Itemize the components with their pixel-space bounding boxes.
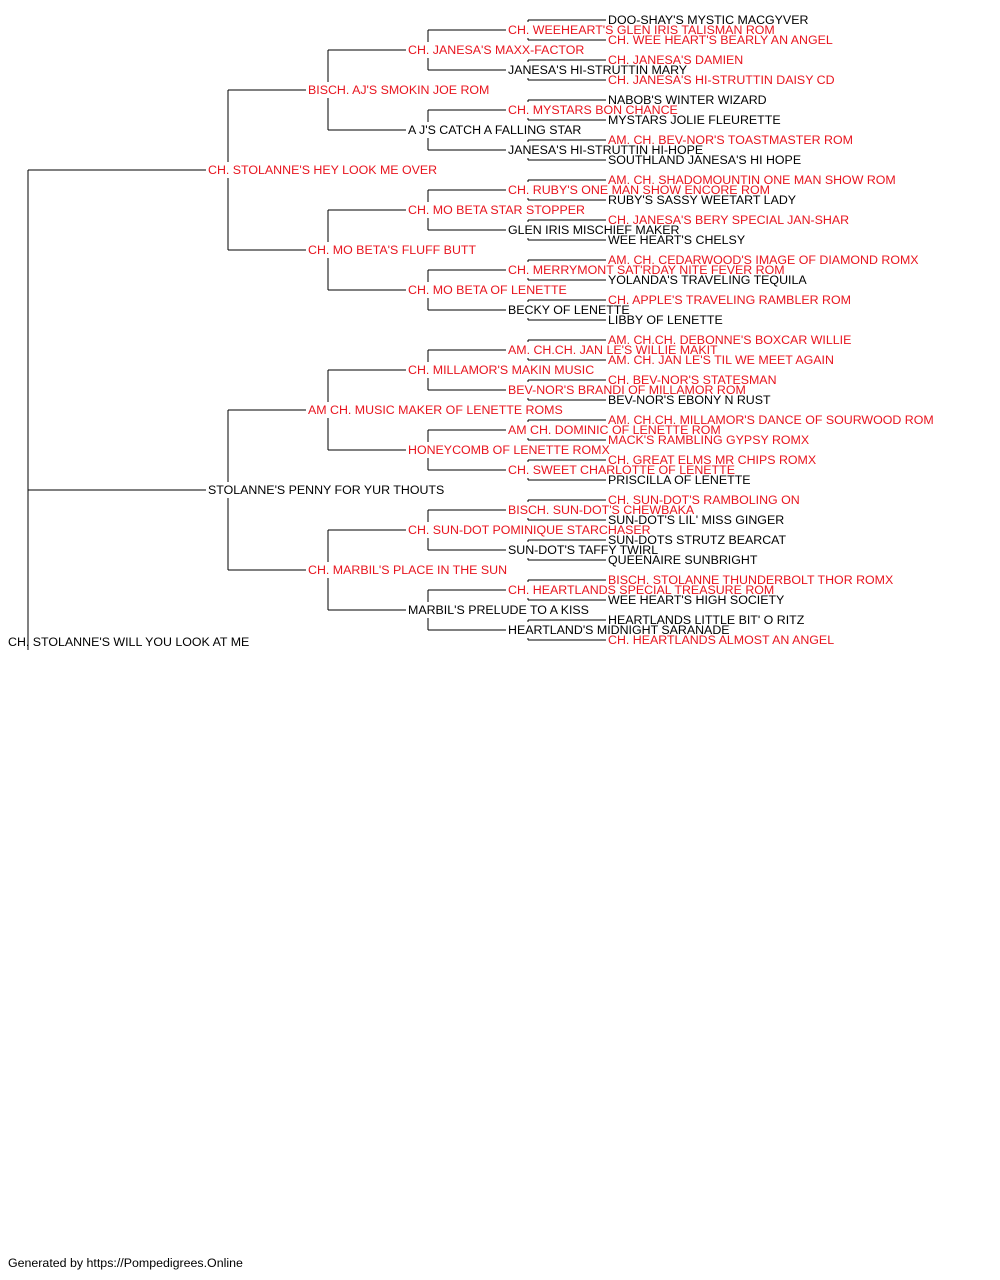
pedigree-name-gen5-17[interactable]: AM. CH. JAN LE'S TIL WE MEET AGAIN xyxy=(608,353,834,367)
pedigree-name-gen5-14[interactable]: CH. APPLE'S TRAVELING RAMBLER ROM xyxy=(608,293,851,307)
pedigree-name-gen3-3[interactable]: CH. MO BETA OF LENETTE xyxy=(408,283,567,297)
pedigree-name-gen5-26[interactable]: SUN-DOTS STRUTZ BEARCAT xyxy=(608,533,786,547)
pedigree-name-gen5-11[interactable]: WEE HEART'S CHELSY xyxy=(608,233,745,247)
pedigree-name-gen4-7[interactable]: BECKY OF LENETTE xyxy=(508,303,630,317)
pedigree-name-gen5-20[interactable]: AM. CH.CH. MILLAMOR'S DANCE OF SOURWOOD … xyxy=(608,413,934,427)
pedigree-name-gen5-28[interactable]: BISCH. STOLANNE THUNDERBOLT THOR ROMX xyxy=(608,573,893,587)
pedigree-name-gen4-1[interactable]: JANESA'S HI-STRUTTIN MARY xyxy=(508,63,687,77)
pedigree-name-gen4-11[interactable]: CH. SWEET CHARLOTTE OF LENETTE xyxy=(508,463,735,477)
pedigree-name-gen5-10[interactable]: CH. JANESA'S BERY SPECIAL JAN-SHAR xyxy=(608,213,849,227)
pedigree-name-gen5-1[interactable]: CH. WEE HEART'S BEARLY AN ANGEL xyxy=(608,33,833,47)
pedigree-name-gen5-4[interactable]: NABOB'S WINTER WIZARD xyxy=(608,93,767,107)
pedigree-name-gen4-0[interactable]: CH. WEEHEART'S GLEN IRIS TALISMAN ROM xyxy=(508,23,775,37)
pedigree-name-gen5-18[interactable]: CH. BEV-NOR'S STATESMAN xyxy=(608,373,777,387)
pedigree-name-gen5-19[interactable]: BEV-NOR'S EBONY N RUST xyxy=(608,393,771,407)
pedigree-name-gen5-30[interactable]: HEARTLANDS LITTLE BIT' O RITZ xyxy=(608,613,805,627)
pedigree-name-gen5-5[interactable]: MYSTARS JOLIE FLEURETTE xyxy=(608,113,781,127)
pedigree-name-gen4-9[interactable]: BEV-NOR'S BRANDI OF MILLAMOR ROM xyxy=(508,383,746,397)
pedigree-name-gen4-10[interactable]: AM CH. DOMINIC OF LENETTE ROM xyxy=(508,423,721,437)
pedigree-name-gen2-2[interactable]: AM CH. MUSIC MAKER OF LENETTE ROMS xyxy=(308,403,563,417)
pedigree-name-gen0-0[interactable]: CH. STOLANNE'S WILL YOU LOOK AT ME xyxy=(8,635,249,649)
pedigree-name-gen4-13[interactable]: SUN-DOT'S TAFFY TWIRL xyxy=(508,543,658,557)
pedigree-name-gen5-21[interactable]: MACK'S RAMBLING GYPSY ROMX xyxy=(608,433,809,447)
pedigree-name-gen3-0[interactable]: CH. JANESA'S MAXX-FACTOR xyxy=(408,43,584,57)
pedigree-name-gen3-6[interactable]: CH. SUN-DOT POMINIQUE STARCHASER xyxy=(408,523,651,537)
pedigree-name-gen5-9[interactable]: RUBY'S SASSY WEETART LADY xyxy=(608,193,796,207)
pedigree-name-gen2-3[interactable]: CH. MARBIL'S PLACE IN THE SUN xyxy=(308,563,507,577)
pedigree-name-gen5-12[interactable]: AM. CH. CEDARWOOD'S IMAGE OF DIAMOND ROM… xyxy=(608,253,919,267)
generated-by-footer: Generated by https://Pompedigrees.Online xyxy=(8,1256,243,1270)
pedigree-connector-lines xyxy=(27,19,606,650)
pedigree-name-gen4-12[interactable]: BISCH. SUN-DOT'S CHEWBAKA xyxy=(508,503,695,517)
pedigree-name-gen4-4[interactable]: CH. RUBY'S ONE MAN SHOW ENCORE ROM xyxy=(508,183,770,197)
pedigree-name-gen5-31[interactable]: CH. HEARTLANDS ALMOST AN ANGEL xyxy=(608,633,834,647)
pedigree-name-gen3-7[interactable]: MARBIL'S PRELUDE TO A KISS xyxy=(408,603,589,617)
pedigree-name-gen5-27[interactable]: QUEENAIRE SUNBRIGHT xyxy=(608,553,758,567)
pedigree-name-gen3-2[interactable]: CH. MO BETA STAR STOPPER xyxy=(408,203,585,217)
pedigree-name-gen5-3[interactable]: CH. JANESA'S HI-STRUTTIN DAISY CD xyxy=(608,73,835,87)
pedigree-name-gen2-1[interactable]: CH. MO BETA'S FLUFF BUTT xyxy=(308,243,476,257)
pedigree-name-gen5-8[interactable]: AM. CH. SHADOMOUNTIN ONE MAN SHOW ROM xyxy=(608,173,896,187)
pedigree-name-gen3-5[interactable]: HONEYCOMB OF LENETTE ROMX xyxy=(408,443,610,457)
pedigree-name-gen2-0[interactable]: BISCH. AJ'S SMOKIN JOE ROM xyxy=(308,83,489,97)
pedigree-name-gen5-25[interactable]: SUN-DOT'S LIL' MISS GINGER xyxy=(608,513,784,527)
pedigree-name-labels: CH. STOLANNE'S WILL YOU LOOK AT ME CH. ST… xyxy=(8,13,934,649)
pedigree-name-gen4-5[interactable]: GLEN IRIS MISCHIEF MAKER xyxy=(508,223,679,237)
pedigree-name-gen4-8[interactable]: AM. CH.CH. JAN LE'S WILLIE MAKIT xyxy=(508,343,718,357)
pedigree-name-gen5-29[interactable]: WEE HEART'S HIGH SOCIETY xyxy=(608,593,784,607)
pedigree-name-gen4-2[interactable]: CH. MYSTARS BON CHANCE xyxy=(508,103,678,117)
pedigree-name-gen5-6[interactable]: AM. CH. BEV-NOR'S TOASTMASTER ROM xyxy=(608,133,853,147)
pedigree-name-gen5-22[interactable]: CH. GREAT ELMS MR CHIPS ROMX xyxy=(608,453,816,467)
pedigree-name-gen4-3[interactable]: JANESA'S HI-STRUTTIN HI-HOPE xyxy=(508,143,703,157)
pedigree-name-gen5-2[interactable]: CH. JANESA'S DAMIEN xyxy=(608,53,743,67)
pedigree-name-gen3-4[interactable]: CH. MILLAMOR'S MAKIN MUSIC xyxy=(408,363,594,377)
pedigree-name-gen4-6[interactable]: CH. MERRYMONT SAT'RDAY NITE FEVER ROM xyxy=(508,263,785,277)
pedigree-name-gen5-0[interactable]: DOO-SHAY'S MYSTIC MACGYVER xyxy=(608,13,808,27)
pedigree-name-gen1-0[interactable]: CH. STOLANNE'S HEY LOOK ME OVER xyxy=(208,163,437,177)
pedigree-name-gen5-7[interactable]: SOUTHLAND JANESA'S HI HOPE xyxy=(608,153,801,167)
pedigree-name-gen5-23[interactable]: PRISCILLA OF LENETTE xyxy=(608,473,751,487)
pedigree-name-gen5-24[interactable]: CH. SUN-DOT'S RAMBOLING ON xyxy=(608,493,800,507)
pedigree-name-gen1-1[interactable]: STOLANNE'S PENNY FOR YUR THOUTS xyxy=(208,483,444,497)
pedigree-name-gen5-16[interactable]: AM. CH.CH. DEBONNE'S BOXCAR WILLIE xyxy=(608,333,851,347)
pedigree-name-gen5-13[interactable]: YOLANDA'S TRAVELING TEQUILA xyxy=(608,273,807,287)
pedigree-name-gen5-15[interactable]: LIBBY OF LENETTE xyxy=(608,313,723,327)
pedigree-name-gen3-1[interactable]: A J'S CATCH A FALLING STAR xyxy=(408,123,581,137)
pedigree-name-gen4-14[interactable]: CH. HEARTLANDS SPECIAL TREASURE ROM xyxy=(508,583,774,597)
pedigree-name-gen4-15[interactable]: HEARTLAND'S MIDNIGHT SARANADE xyxy=(508,623,730,637)
